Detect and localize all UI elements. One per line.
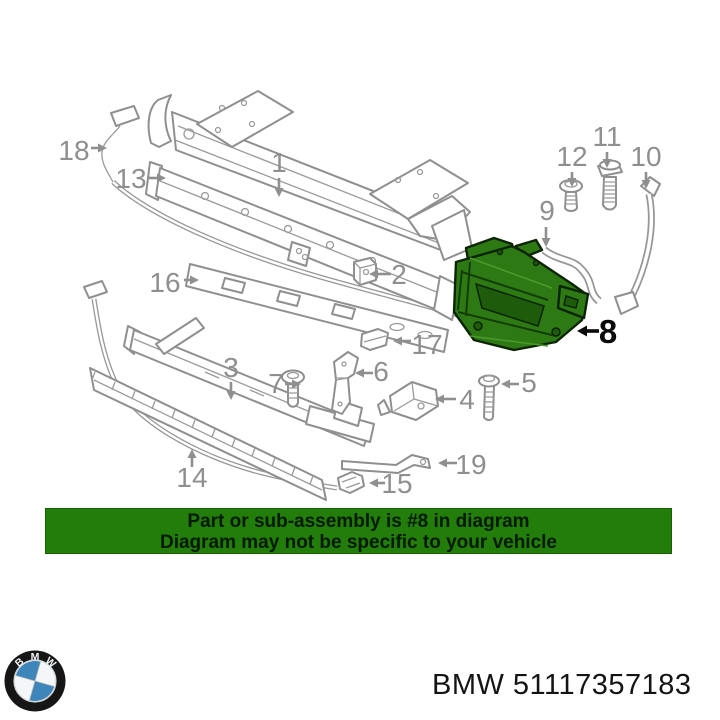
svg-text:5: 5 xyxy=(521,367,537,398)
part-4-bracket xyxy=(377,381,439,421)
part-10-strap xyxy=(614,176,661,315)
svg-text:4: 4 xyxy=(459,384,475,415)
part-label-6: 6 xyxy=(355,356,389,387)
part-label-10: 10 xyxy=(630,141,662,189)
part-8-sensor-bracket-highlighted xyxy=(452,236,590,352)
part-3-lower-beam xyxy=(123,317,375,447)
part-label-13: 13 xyxy=(115,163,166,194)
part-12-screw xyxy=(559,179,583,212)
svg-text:16: 16 xyxy=(149,267,180,298)
svg-text:17: 17 xyxy=(411,329,442,360)
part-number-caption: BMW 51117357183 xyxy=(432,669,692,701)
svg-text:2: 2 xyxy=(391,259,407,290)
part-2-bracket xyxy=(353,257,377,286)
part-label-5: 5 xyxy=(501,367,537,398)
part-label-18: 18 xyxy=(58,135,107,166)
part-6-bracket xyxy=(331,351,359,415)
part-label-15: 15 xyxy=(369,468,413,499)
svg-text:15: 15 xyxy=(381,468,412,499)
part-15-clip xyxy=(337,471,365,494)
banner-line2: Diagram may not be specific to your vehi… xyxy=(159,532,557,553)
svg-text:6: 6 xyxy=(373,356,389,387)
part-19-strip xyxy=(341,454,431,474)
part-label-3: 3 xyxy=(223,352,239,400)
banner-line1: Part or sub-assembly is #8 in diagram xyxy=(187,511,530,532)
svg-text:9: 9 xyxy=(539,195,555,226)
svg-text:13: 13 xyxy=(115,163,146,194)
svg-text:1: 1 xyxy=(271,147,287,178)
parts-exploded-diagram: 1 2 3 4 5 6 7 xyxy=(58,90,662,501)
part-label-9: 9 xyxy=(539,195,555,247)
part-1-impact-bar xyxy=(147,90,473,261)
crash-box-right xyxy=(369,159,469,220)
svg-text:12: 12 xyxy=(556,141,587,172)
part-label-11: 11 xyxy=(592,121,622,168)
part-17-clip xyxy=(360,328,389,351)
svg-text:7: 7 xyxy=(268,368,284,399)
part-label-7: 7 xyxy=(268,368,301,399)
part-label-1: 1 xyxy=(271,147,287,197)
svg-text:3: 3 xyxy=(223,352,239,383)
svg-text:18: 18 xyxy=(58,135,89,166)
part-labels: 1 2 3 4 5 6 7 xyxy=(58,121,661,499)
part-label-16: 16 xyxy=(149,267,199,298)
part-label-17: 17 xyxy=(393,329,443,360)
part-11-bolt xyxy=(597,159,623,211)
highlight-banner: Part or sub-assembly is #8 in diagram Di… xyxy=(45,508,672,554)
part-9-bracket-strip xyxy=(541,246,602,305)
part-14-absorber-strip xyxy=(89,367,327,501)
logo-quadrants xyxy=(15,661,55,701)
part-label-8-highlighted: 8 xyxy=(577,313,617,350)
part-label-2: 2 xyxy=(369,259,407,290)
bmw-logo: B M W xyxy=(4,650,66,712)
part-5-bolt xyxy=(478,374,500,421)
crash-box-left xyxy=(196,90,294,148)
svg-text:10: 10 xyxy=(630,141,661,172)
svg-text:11: 11 xyxy=(592,121,621,152)
svg-text:M: M xyxy=(31,651,40,663)
svg-text:14: 14 xyxy=(176,462,207,493)
svg-text:8: 8 xyxy=(599,313,617,350)
part-label-12: 12 xyxy=(556,141,588,187)
part-7-screw xyxy=(281,369,305,408)
part-label-14: 14 xyxy=(176,449,208,493)
svg-text:19: 19 xyxy=(455,449,486,480)
part-label-4: 4 xyxy=(435,384,475,415)
part-label-19: 19 xyxy=(438,449,487,480)
